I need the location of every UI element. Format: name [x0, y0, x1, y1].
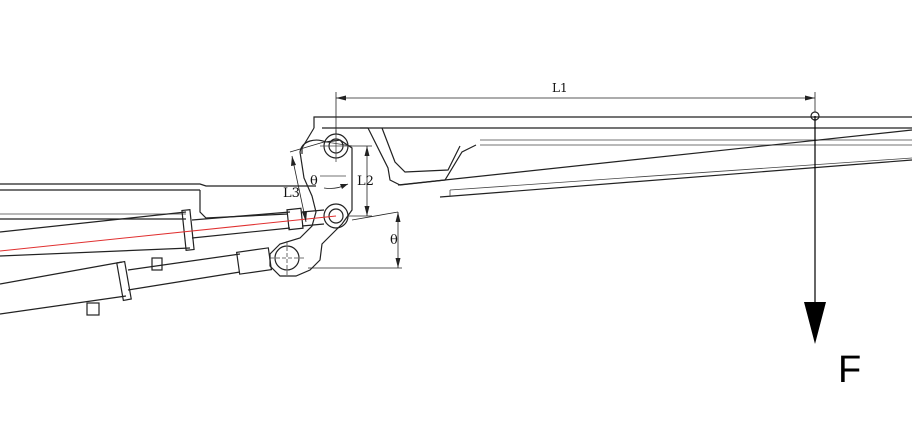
l3-dimension: L3: [283, 141, 325, 223]
l2-label: L2: [357, 174, 374, 189]
theta-joint-label: θ: [310, 174, 318, 189]
upper-hydraulic-cylinder: [0, 207, 337, 257]
upper-pivot-pin: [320, 130, 352, 162]
l1-label: L1: [552, 81, 568, 95]
cylinder-centerline: [0, 215, 337, 252]
lower-pivot-pin: [270, 241, 304, 275]
joint-angle: θ: [310, 174, 349, 189]
boom-arm: [301, 116, 912, 198]
force-label: F: [838, 349, 861, 391]
lower-hydraulic-cylinder: [0, 247, 273, 316]
base-arm: [0, 183, 316, 220]
l3-label: L3: [283, 186, 300, 201]
inclination-angle: θ: [308, 211, 402, 269]
theta-angle-label: θ: [390, 233, 398, 248]
force-arrow: [804, 116, 826, 344]
l1-dimension: L1: [335, 81, 816, 134]
link-plate: [269, 139, 353, 277]
l2-dimension: L2: [348, 145, 374, 217]
